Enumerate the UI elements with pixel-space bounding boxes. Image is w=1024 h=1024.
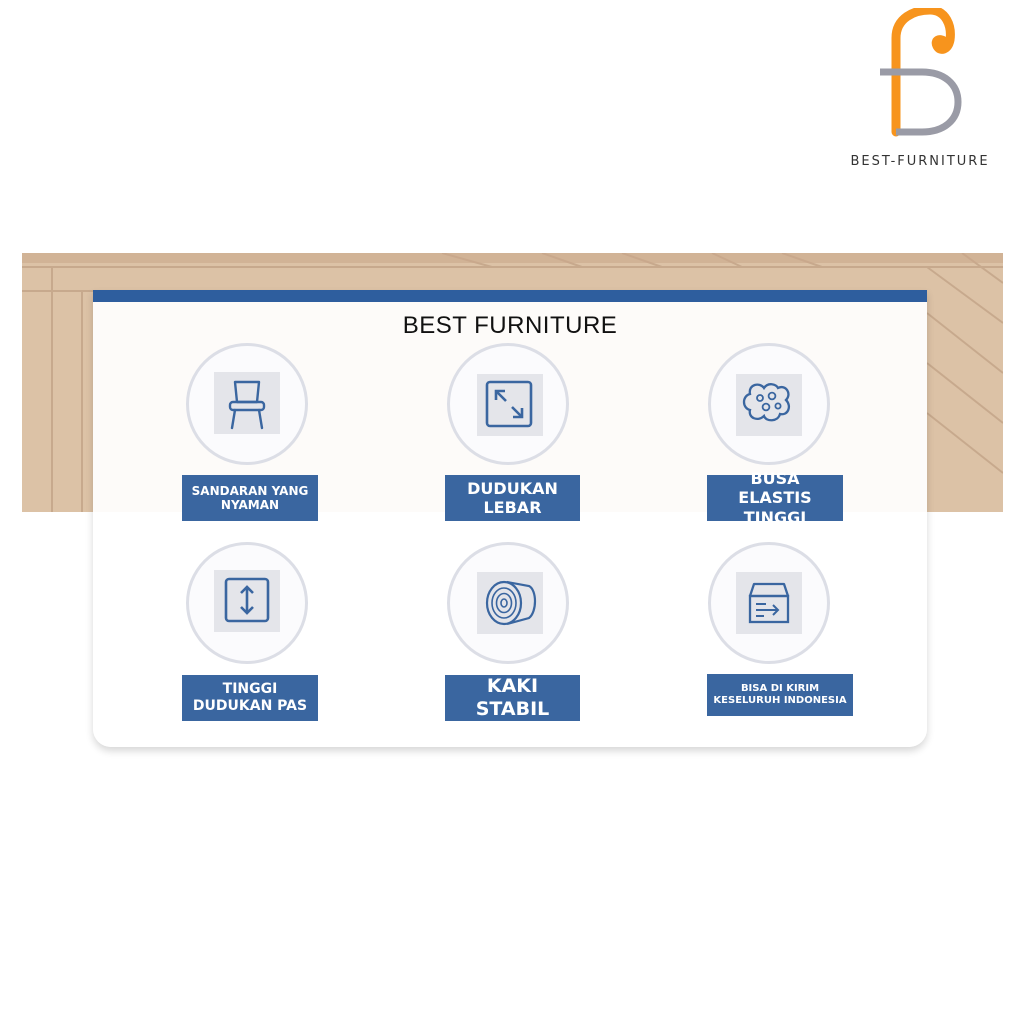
sponge-icon [736,374,802,436]
card-accent-bar [93,290,927,302]
feature-label: KAKI STABIL [445,675,580,721]
wood-log-icon [477,572,543,634]
feature-label: BUSA ELASTIS TINGGI [707,469,843,527]
expand-arrows-icon [477,374,543,436]
feature-label: BISA DI KIRIM KESELURUH INDONESIA [707,674,853,716]
brand-logo: BEST-FURNITURE [830,8,1010,169]
delivery-box-icon [736,572,802,634]
feature-elastic-foam: BUSA ELASTIS TINGGI [93,290,843,527]
feature-backrest: SANDARAN YANG NYAMAN [93,290,318,521]
best-furniture-logo-icon [880,8,962,137]
feature-label: SANDARAN YANG NYAMAN [182,475,318,521]
features-card: BEST FURNITURE SANDARAN YANG NYAMAN [93,290,927,747]
feature-wide-seat: DUDUKAN LEBAR [93,290,580,521]
feature-label: TINGGI DUDUKAN PAS [182,675,318,721]
brand-name: BEST-FURNITURE [850,154,990,169]
vertical-arrows-icon [214,570,280,632]
feature-nationwide-shipping: BISA DI KIRIM KESELURUH INDONESIA [93,290,853,716]
feature-seat-height: TINGGI DUDUKAN PAS [93,290,318,721]
feature-label: DUDUKAN LEBAR [445,475,580,521]
feature-stable-legs: KAKI STABIL [93,290,580,721]
card-title: BEST FURNITURE [402,312,618,339]
chair-icon [214,372,280,434]
